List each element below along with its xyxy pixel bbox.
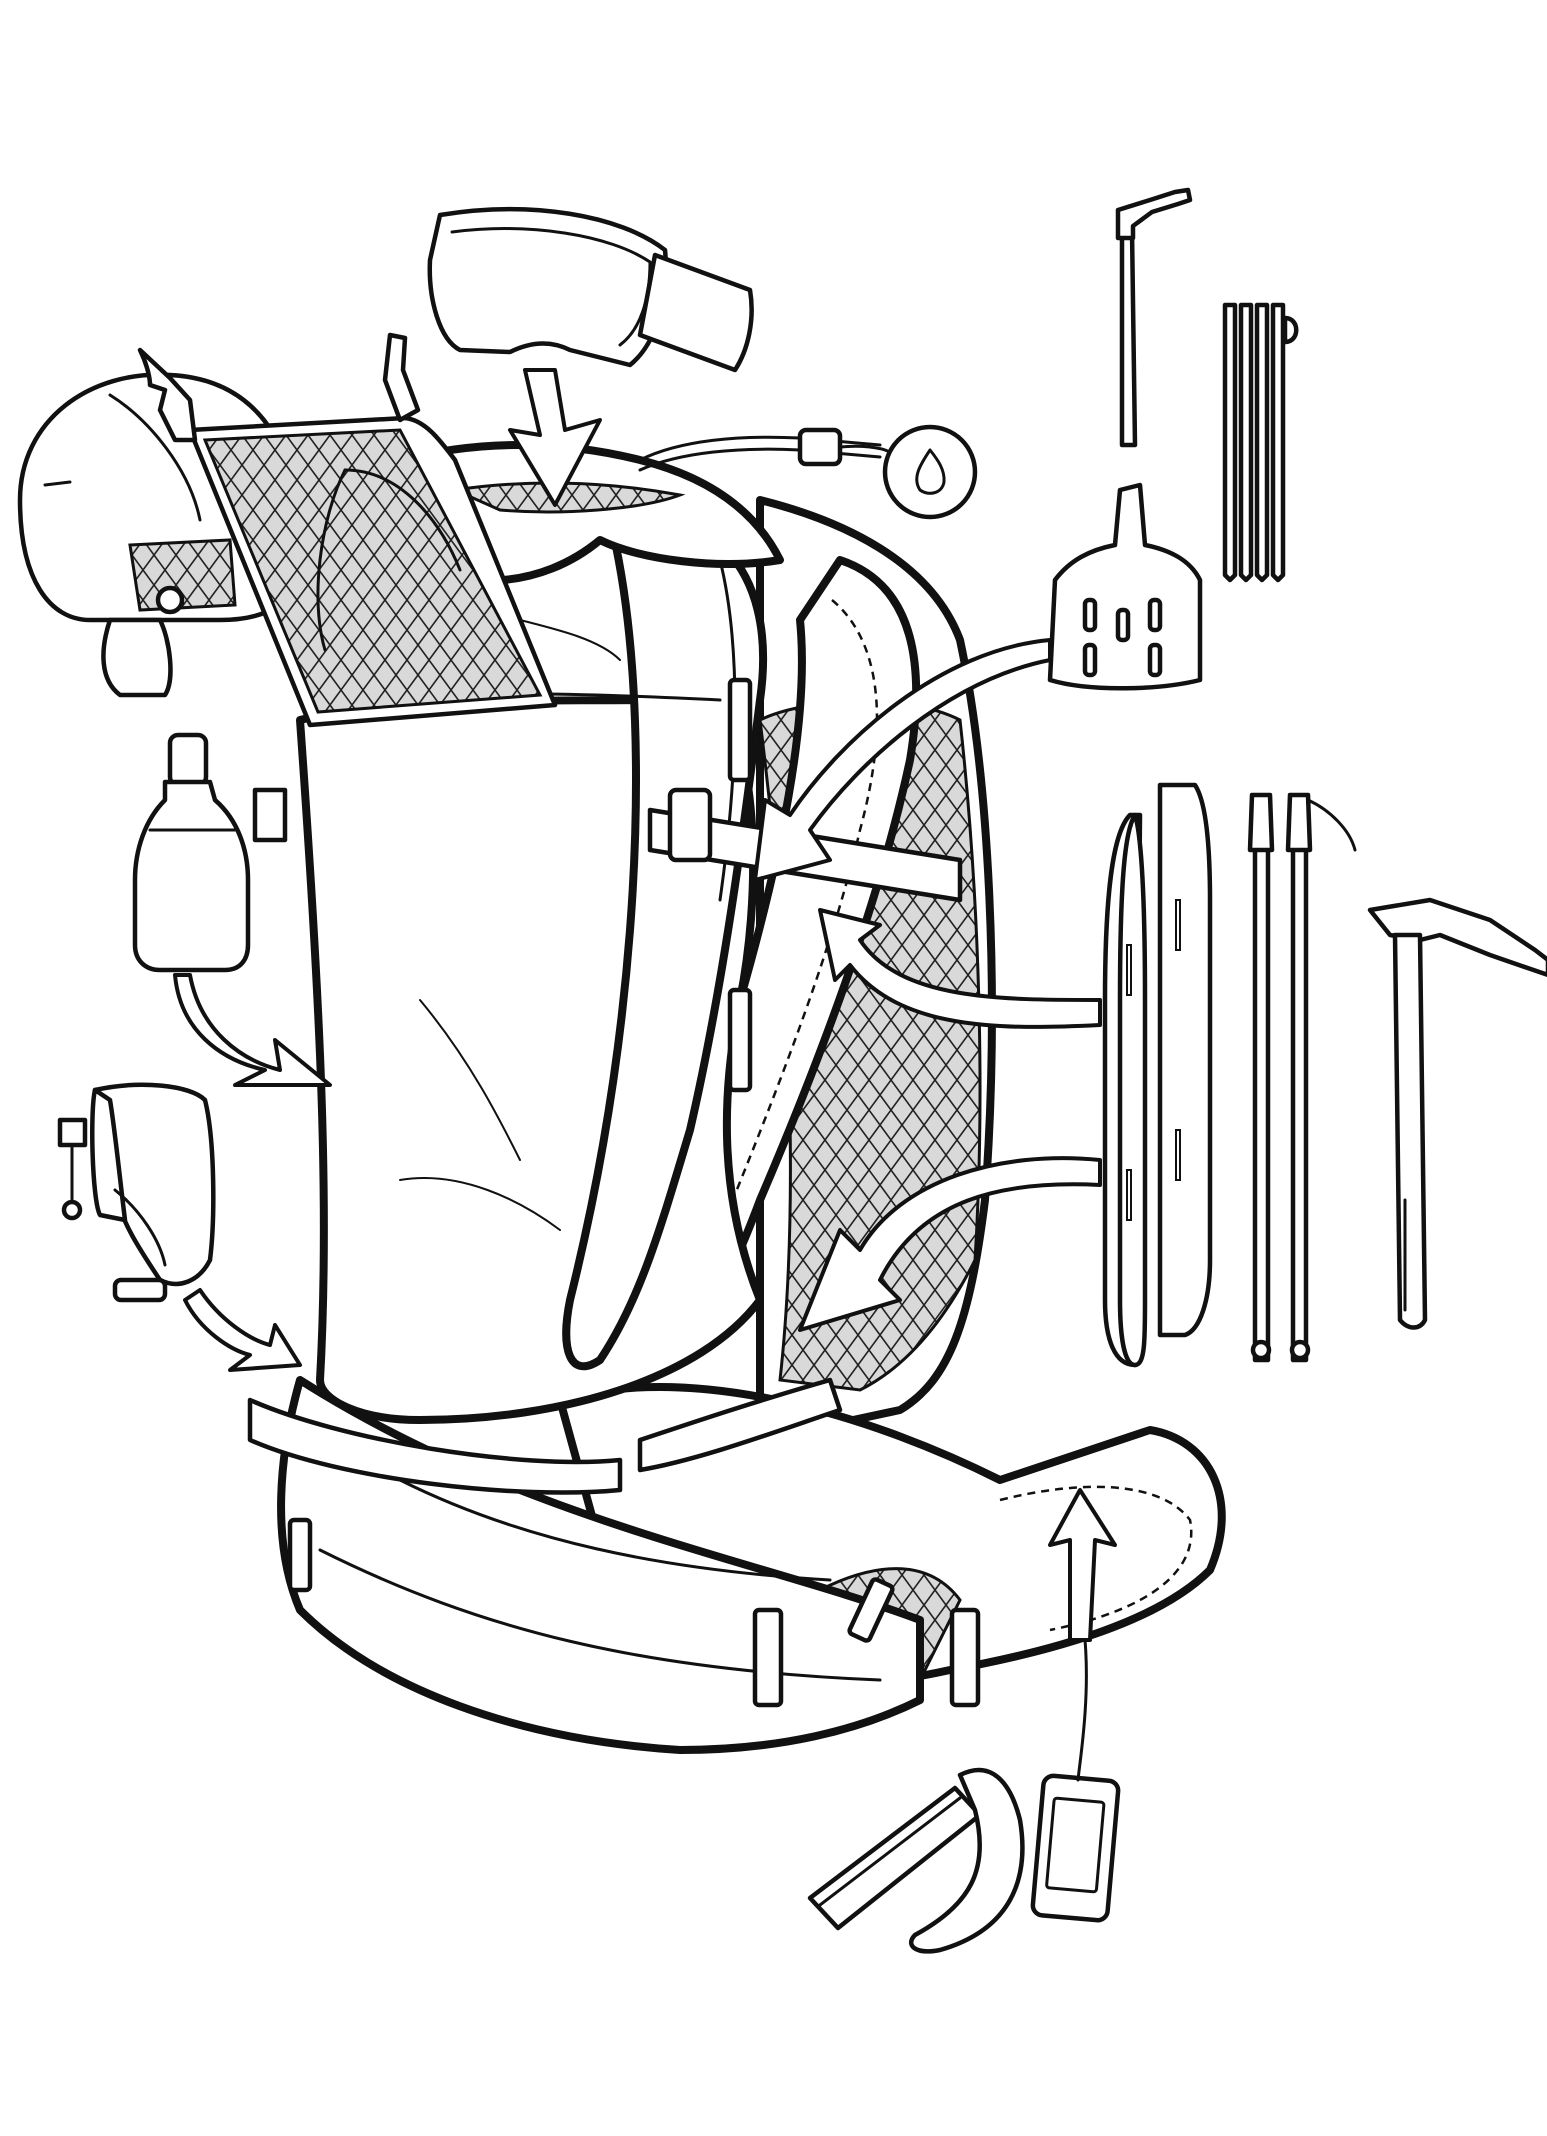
goggles (427, 206, 754, 373)
helmet-carrier-mesh (137, 332, 558, 728)
arrow-skins (183, 1288, 302, 1372)
arrows (173, 368, 1117, 1642)
ice-axe (1367, 897, 1547, 1330)
climbing-skins (57, 1082, 216, 1303)
phone (1030, 1638, 1121, 1923)
front-panel (562, 512, 768, 1371)
arrow-splitboard-upper (818, 908, 1102, 1029)
arrow-splitboard-lower (798, 1156, 1102, 1332)
splitboard-half-right (1157, 782, 1213, 1338)
arrow-shovel (753, 638, 1052, 882)
shovel-blade (1047, 482, 1203, 691)
arrow-phone (1048, 1488, 1117, 1642)
avalanche-probe (1222, 302, 1299, 583)
helmet-chin-strap (101, 617, 173, 698)
splitboard (1102, 782, 1213, 1368)
hydration-tube (638, 424, 978, 520)
water-drop-icon (882, 424, 978, 520)
zip-pullers (287, 677, 981, 1708)
strap-buckle (667, 787, 713, 863)
goggles-frame (427, 206, 669, 368)
top-mesh (449, 481, 686, 514)
ski-poles (1247, 792, 1357, 1363)
banana (908, 1767, 1025, 1954)
goggles-strap (637, 252, 754, 373)
arrow-goggles (508, 368, 602, 507)
backpack (247, 441, 1226, 1754)
water-bottle (132, 732, 251, 973)
arrow-bottle (173, 973, 332, 1087)
shovel-shaft (1115, 187, 1193, 448)
